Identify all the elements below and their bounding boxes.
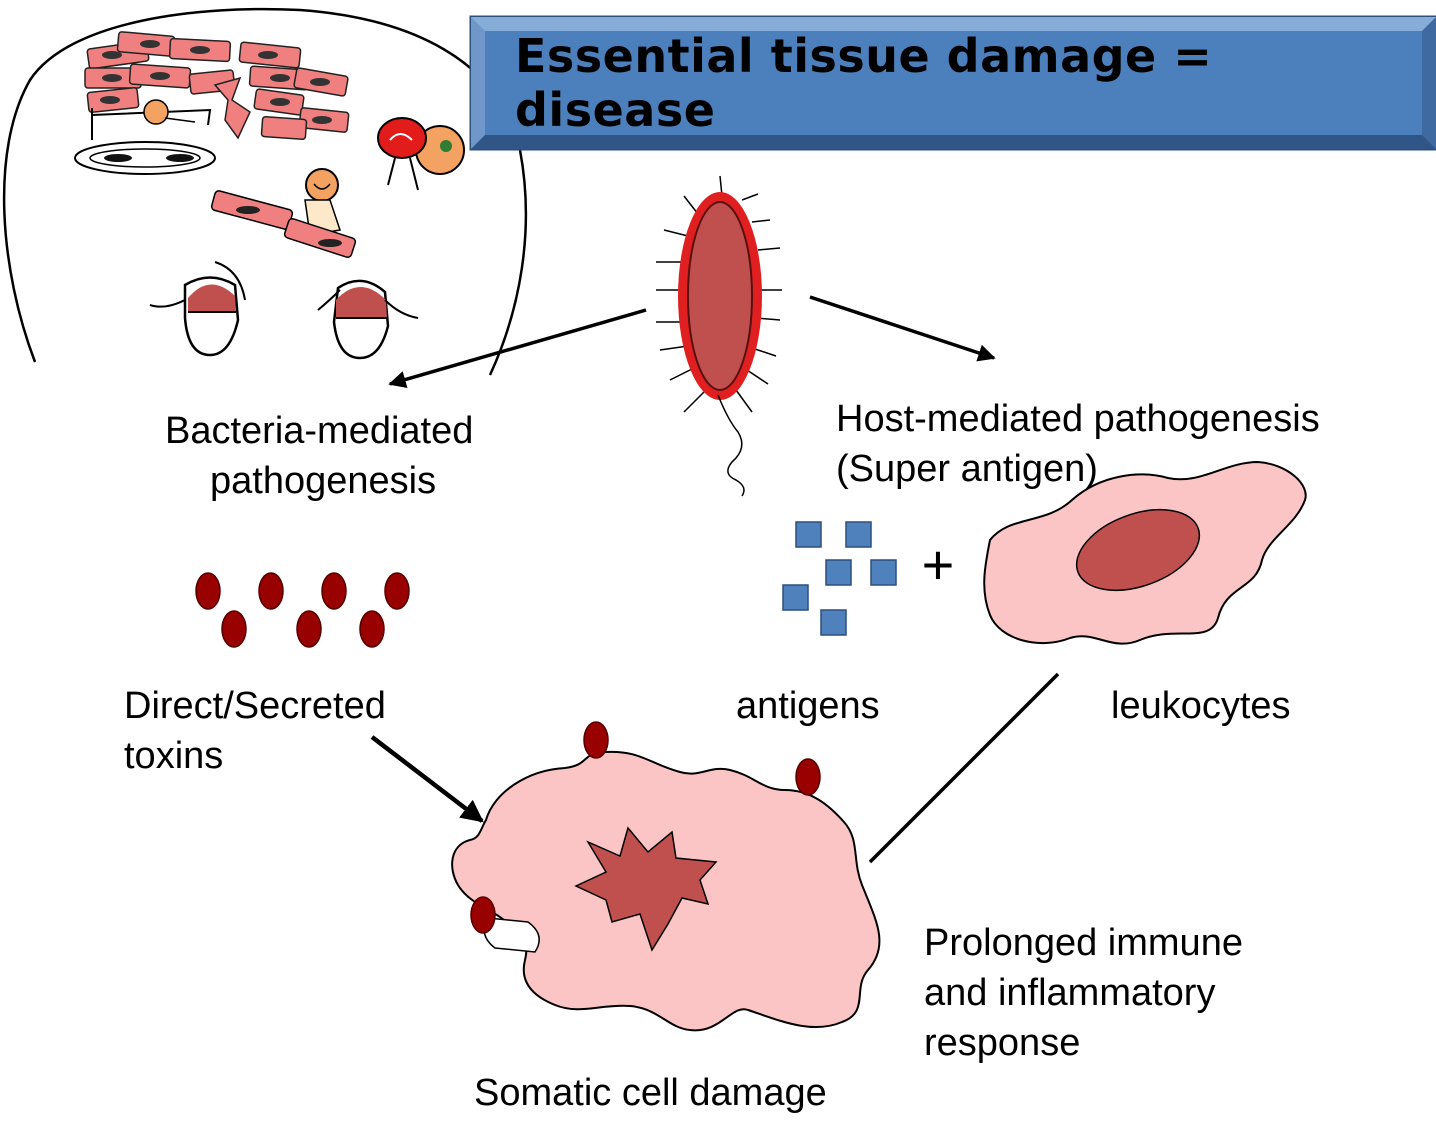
bacteria-mediated-label: Bacteria-mediated pathogenesis (165, 406, 473, 506)
toxin-molecule (359, 610, 385, 648)
immune-response-label: Prolonged immune and inflammatory respon… (924, 918, 1243, 1068)
phagocyte-figures (210, 117, 465, 259)
toxin-molecule (221, 610, 247, 648)
antigen-square (845, 521, 872, 548)
host-mediated-label: Host-mediated pathogenesis (Super antige… (836, 394, 1320, 494)
bacterium-icon (656, 175, 782, 497)
leukocyte-nucleus (1075, 508, 1201, 592)
bacteria-mediated-line-1: Bacteria-mediated (165, 410, 474, 452)
leukocytes-label: leukocytes (1111, 685, 1291, 727)
toxin-molecule (321, 572, 347, 610)
toxin-molecule (296, 610, 322, 648)
immune-response-line-1: Prolonged immune (924, 922, 1243, 964)
banner-title: Essential tissue damage = disease (515, 29, 1213, 137)
host-mediated-line-1: Host-mediated pathogenesis (836, 398, 1320, 440)
antigen-squares (782, 521, 897, 636)
antigen-square (795, 521, 822, 548)
plus-sign: + (922, 533, 955, 596)
antigen-square (825, 559, 852, 586)
bacteria-mediated-line-2: pathogenesis (210, 460, 437, 502)
toxin-molecule (384, 572, 410, 610)
tissue-cells-cluster (84, 31, 350, 141)
leukocyte-cell (983, 460, 1307, 645)
toxins-line-2: toxins (124, 735, 224, 777)
toxins-line-1: Direct/Secreted (124, 685, 386, 727)
arrow-to-host-mediated (809, 295, 996, 362)
arrow-toxins-to-cell (370, 735, 484, 823)
immune-response-connector (868, 672, 1060, 864)
antigen-square (820, 609, 847, 636)
host-mediated-line-2: (Super antigen) (836, 448, 1098, 490)
antigen-square (782, 584, 809, 611)
attached-toxin (470, 896, 496, 934)
toxin-molecule (258, 572, 284, 610)
title-banner: Essential tissue damage = disease (471, 17, 1436, 149)
somatic-damage-label: Somatic cell damage (474, 1072, 827, 1114)
attached-toxin (795, 758, 821, 796)
arrow-to-bacteria-mediated (388, 308, 647, 389)
eyes (149, 261, 419, 360)
immune-response-line-2: and inflammatory (924, 972, 1216, 1014)
vessel-and-cell-figure (74, 99, 216, 175)
toxins-label: Direct/Secreted toxins (124, 681, 386, 781)
flagellum (717, 394, 745, 497)
attached-toxin (583, 721, 609, 759)
damaged-nucleus (574, 826, 718, 952)
antigens-label: antigens (736, 685, 880, 727)
head-outline (2, 7, 528, 376)
cartoon-head-illustration (2, 7, 528, 376)
damaged-somatic-cell (451, 721, 881, 1032)
toxin-molecules (195, 572, 410, 648)
toxin-molecule (195, 572, 221, 610)
antigen-square (870, 559, 897, 586)
immune-response-line-3: response (924, 1022, 1081, 1064)
